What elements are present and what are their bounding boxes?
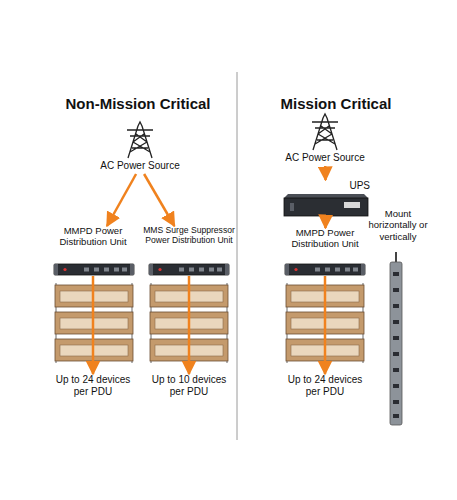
- section-divider: [237, 72, 238, 440]
- section-heading: Non-Mission Critical: [40, 95, 236, 113]
- power-source: AC Power Source: [280, 152, 370, 166]
- mount-note: Mount horizontally or vertically: [360, 208, 436, 242]
- device-count: Up to 10 devices per PDU: [146, 374, 232, 400]
- device-rack: [150, 283, 228, 363]
- node-text: Up to 24 devices per PDU: [282, 374, 368, 397]
- pdu-box: MMS Surge Suppressor Power Distribution …: [140, 226, 238, 276]
- power-arrow: [144, 174, 174, 226]
- power-arrow: [107, 174, 136, 226]
- device-count: Up to 24 devices per PDU: [50, 374, 136, 400]
- pdu-box: MMPD Power Distribution Unit: [48, 226, 138, 276]
- power-arrow: [324, 276, 327, 374]
- vertical-pdu: [390, 252, 402, 425]
- power-arrow: [324, 166, 327, 180]
- node-text: MMS Surge Suppressor Power Distribution …: [140, 226, 238, 246]
- power-tower: [127, 122, 153, 158]
- node-text: AC Power Source: [280, 152, 370, 164]
- node-text: UPS: [282, 180, 370, 192]
- ups-box: UPS: [282, 180, 370, 216]
- pdu-box: MMPD Power Distribution Unit: [280, 228, 370, 276]
- device-count: Up to 24 devices per PDU: [282, 374, 368, 400]
- node-text: AC Power Source: [95, 160, 185, 172]
- node-text: Up to 10 devices per PDU: [146, 374, 232, 397]
- power-tower: [312, 114, 338, 150]
- section-heading: Mission Critical: [246, 95, 426, 113]
- pdu-unit: [54, 264, 134, 275]
- device-rack: [55, 283, 133, 363]
- node-text: MMPD Power Distribution Unit: [48, 226, 138, 248]
- power-arrow: [324, 216, 327, 228]
- ups-unit: [284, 194, 368, 216]
- device-rack: [286, 283, 364, 363]
- power-arrow: [92, 276, 95, 374]
- pdu-unit: [149, 264, 229, 275]
- pdu-unit: [285, 264, 365, 275]
- node-text: MMPD Power Distribution Unit: [280, 228, 370, 250]
- power-source: AC Power Source: [95, 160, 185, 174]
- node-text: Up to 24 devices per PDU: [50, 374, 136, 397]
- power-arrow: [188, 276, 191, 374]
